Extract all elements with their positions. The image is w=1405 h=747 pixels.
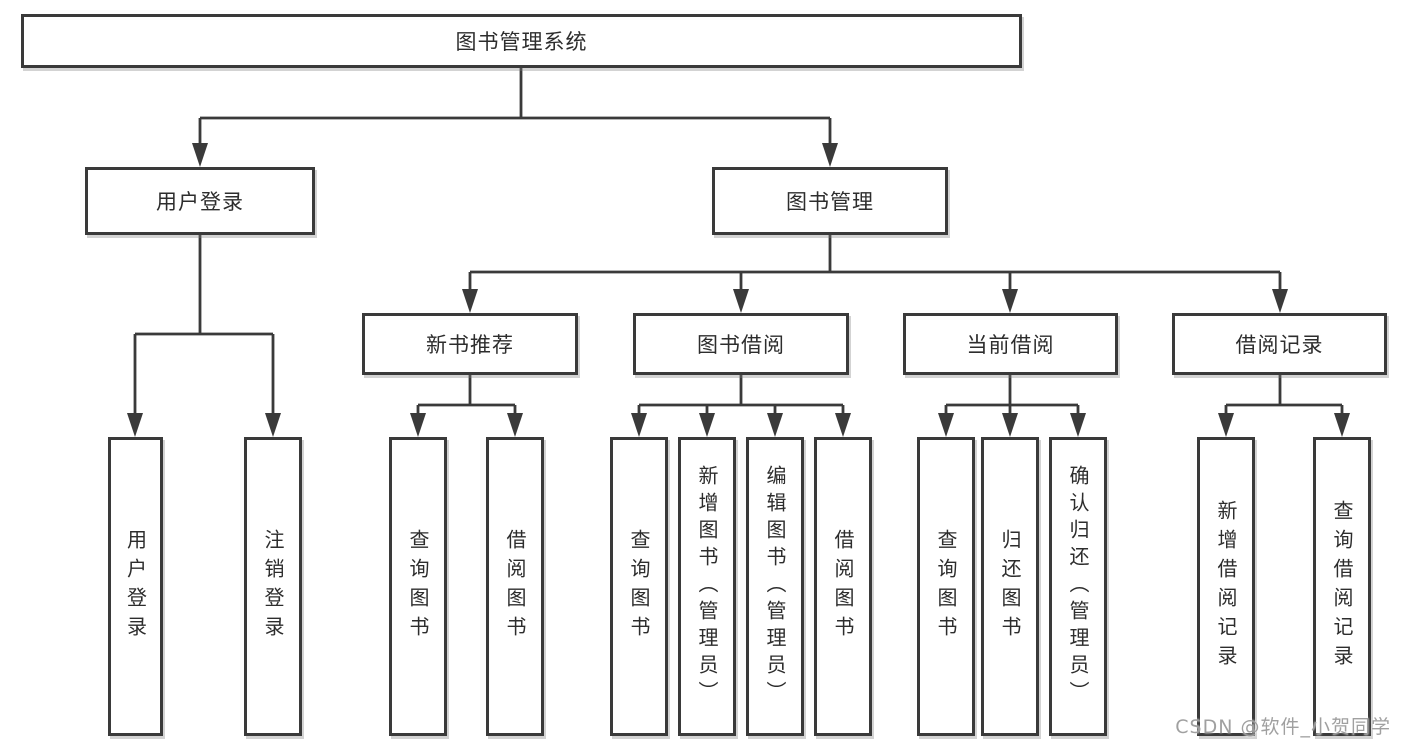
leaf-borrow-books-borrow: 借阅图书 xyxy=(814,437,872,736)
leaf-edit-books-admin: 编辑图书（管理员） xyxy=(746,437,804,736)
leaf-logout-label: 注销登录 xyxy=(261,528,285,645)
node-user-login-label: 用户登录 xyxy=(156,190,244,214)
leaf-query-books-rec: 查询图书 xyxy=(389,437,447,736)
leaf-query-books-current: 查询图书 xyxy=(917,437,975,736)
leaf-confirm-return-admin-label: 确认归还（管理员） xyxy=(1066,465,1090,708)
leaf-confirm-return-admin: 确认归还（管理员） xyxy=(1049,437,1107,736)
leaf-query-borrow-record: 查询借阅记录 xyxy=(1313,437,1371,736)
leaf-borrow-books-borrow-label: 借阅图书 xyxy=(831,528,855,645)
node-borrow-records-label: 借阅记录 xyxy=(1235,333,1324,357)
node-root-label: 图书管理系统 xyxy=(455,30,588,54)
connector-book-borrow-to-leaves xyxy=(631,375,851,437)
node-book-mgmt-label: 图书管理 xyxy=(786,190,874,214)
leaf-return-books-label: 归还图书 xyxy=(998,528,1022,645)
leaf-add-books-admin-label: 新增图书（管理员） xyxy=(695,465,719,708)
node-root: 图书管理系统 xyxy=(21,14,1022,68)
connector-user-login-to-leaves xyxy=(127,235,281,437)
leaf-query-books-borrow-label: 查询图书 xyxy=(627,528,651,645)
connector-new-book-rec-to-leaves xyxy=(410,375,523,437)
leaf-add-books-admin: 新增图书（管理员） xyxy=(678,437,736,736)
csdn-watermark: CSDN @软件_小贺同学 xyxy=(1175,716,1391,738)
leaf-query-books-borrow: 查询图书 xyxy=(610,437,668,736)
node-current-borrow: 当前借阅 xyxy=(903,313,1118,375)
leaf-logout: 注销登录 xyxy=(244,437,302,736)
connector-current-borrow-to-leaves xyxy=(938,375,1086,437)
connector-book-mgmt-to-level3 xyxy=(462,235,1288,313)
leaf-borrow-books-rec-label: 借阅图书 xyxy=(503,528,527,645)
connector-root-to-level2 xyxy=(192,68,838,167)
node-current-borrow-label: 当前借阅 xyxy=(966,333,1055,357)
node-book-borrow-label: 图书借阅 xyxy=(697,333,785,357)
node-user-login: 用户登录 xyxy=(85,167,315,235)
connector-borrow-records-to-leaves xyxy=(1218,375,1350,437)
leaf-edit-books-admin-label: 编辑图书（管理员） xyxy=(763,465,787,708)
leaf-query-borrow-record-label: 查询借阅记录 xyxy=(1330,499,1354,674)
leaf-add-borrow-record: 新增借阅记录 xyxy=(1197,437,1255,736)
node-book-borrow: 图书借阅 xyxy=(633,313,849,375)
leaf-query-books-rec-label: 查询图书 xyxy=(406,528,430,645)
leaf-user-login: 用户登录 xyxy=(108,437,163,736)
leaf-add-borrow-record-label: 新增借阅记录 xyxy=(1214,499,1238,674)
node-new-book-rec: 新书推荐 xyxy=(362,313,578,375)
leaf-user-login-label: 用户登录 xyxy=(123,528,148,645)
node-borrow-records: 借阅记录 xyxy=(1172,313,1387,375)
node-new-book-rec-label: 新书推荐 xyxy=(426,333,514,357)
node-book-mgmt: 图书管理 xyxy=(712,167,948,235)
leaf-return-books: 归还图书 xyxy=(981,437,1039,736)
leaf-query-books-current-label: 查询图书 xyxy=(934,528,958,645)
leaf-borrow-books-rec: 借阅图书 xyxy=(486,437,544,736)
